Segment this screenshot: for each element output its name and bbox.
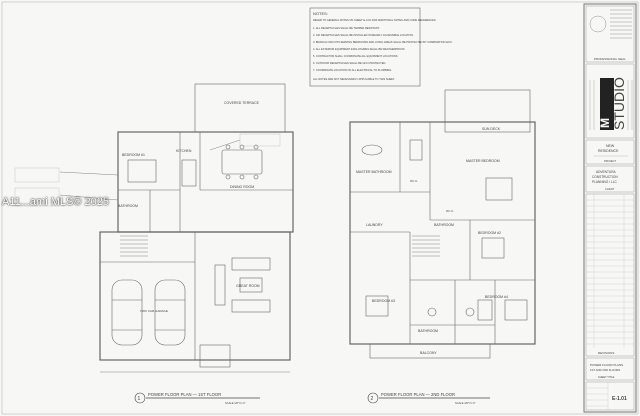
client-line-3: PLANNING / LLC [592,180,617,184]
note-item: 3. BRANCH CIRCUITS SERVING BEDROOMS AND … [313,40,453,44]
project-name-line-2: RESIDENCE [598,149,619,153]
first-floor-plan [99,83,294,373]
plan-number-2: 2 [371,396,374,402]
sheet-number: E-1.01 [612,396,627,402]
client-label: CLIENT [605,187,615,191]
project-label: PROJECT [604,159,617,163]
notes-heading: NOTES: [313,11,328,16]
client-line-2: CONSTRUCTION [592,175,618,179]
sheet-title-label: SHEET TITLE [598,375,615,379]
project-name-line-1: NEW [606,144,615,148]
room-label-covered-terrace: COVERED TERRACE [224,101,260,105]
room-label-great-room: GREAT ROOM [236,284,260,288]
first-floor-title: 1 POWER FLOOR PLAN — 1ST FLOOR SCALE 1/8… [134,392,260,405]
mls-watermark: A11...ami MLS© 2025 [2,196,109,208]
room-label-bedroom-2: BEDROOM #2 [478,231,501,235]
note-item: 1. ALL RECEPTACLES SHALL BE TAMPER RESIS… [313,26,380,30]
second-floor-title: 2 POWER FLOOR PLAN — 2ND FLOOR SCALE 1/8… [367,392,490,405]
plan-title-2nd-floor: POWER FLOOR PLAN — 2ND FLOOR [381,392,455,397]
client-line-1: ADVENTURA [596,170,617,174]
notes-intro: REFER TO GENERAL NOTES ON SHEET E-0.01 F… [313,18,437,22]
room-label-balcony: BALCONY [420,351,437,355]
plan-scale-2: SCALE 1/8"=1'-0" [455,401,476,405]
plan-scale-1: SCALE 1/8"=1'-0" [225,401,246,405]
note-item: 7. COORDINATE LOCATION OF ALL ELECTRICAL… [313,68,392,72]
sheet-title-line-1: POWER FLOOR PLANS [590,363,623,367]
room-label-master-bathroom: MASTER BATHROOM [356,170,392,174]
room-label-kitchen: KITCHEN [176,149,192,153]
plan-title-1st-floor: POWER FLOOR PLAN — 1ST FLOOR [148,392,221,397]
room-label-bedroom-3: BEDROOM #3 [372,299,395,303]
title-block: PROFESSIONAL SEAL M STUDIO NEW RESIDENCE… [583,3,637,413]
note-item: 5. CONTRACTOR SHALL COORDINATE ALL EQUIP… [313,54,399,58]
revisions-label: REVISIONS [598,351,614,355]
room-label-wic-1: W.I.C. [410,179,418,183]
room-label-bedroom-4: BEDROOM #4 [485,295,508,299]
first-floor-leaders [14,133,281,207]
sheet-title-line-2: 1ST AND 2ND FLOORS [590,368,620,372]
room-label-bathroom: BATHROOM [118,204,138,208]
note-item: ALL NOTES ARE NOT NECESSARILY APPLICABLE… [313,77,395,81]
note-item: 2. GFI RECEPTACLES SHALL BE INSTALLED IN… [313,33,414,37]
brand-logo-letter: M [598,118,612,128]
second-floor-plan [349,89,536,359]
professional-seal-label: PROFESSIONAL SEAL [594,57,626,61]
plan-number-1: 1 [138,396,141,402]
room-label-bathroom-2f: BATHROOM [434,223,454,227]
room-label-master-bedroom: MASTER BEDROOM [466,159,500,163]
room-label-wic-2: W.I.C. [446,209,454,213]
room-label-bathroom-2f-b: BATHROOM [418,329,438,333]
room-label-sun-deck: SUN DECK [482,127,501,131]
notes-box: NOTES: REFER TO GENERAL NOTES ON SHEET E… [309,7,453,87]
note-item: 4. ALL EXTERIOR EQUIPMENT ENCLOSURES SHA… [313,47,405,51]
room-label-garage: TWO CAR GARAGE [140,309,168,313]
room-label-dining-room: DINING ROOM [230,185,254,189]
studio-logo-text: STUDIO [611,77,627,130]
note-item: 6. OUTDOOR RECEPTACLES SHALL BE GFCI PRO… [313,61,386,65]
room-label-bedroom-1: BEDROOM #1 [122,153,145,157]
room-label-laundry: LAUNDRY [366,223,383,227]
